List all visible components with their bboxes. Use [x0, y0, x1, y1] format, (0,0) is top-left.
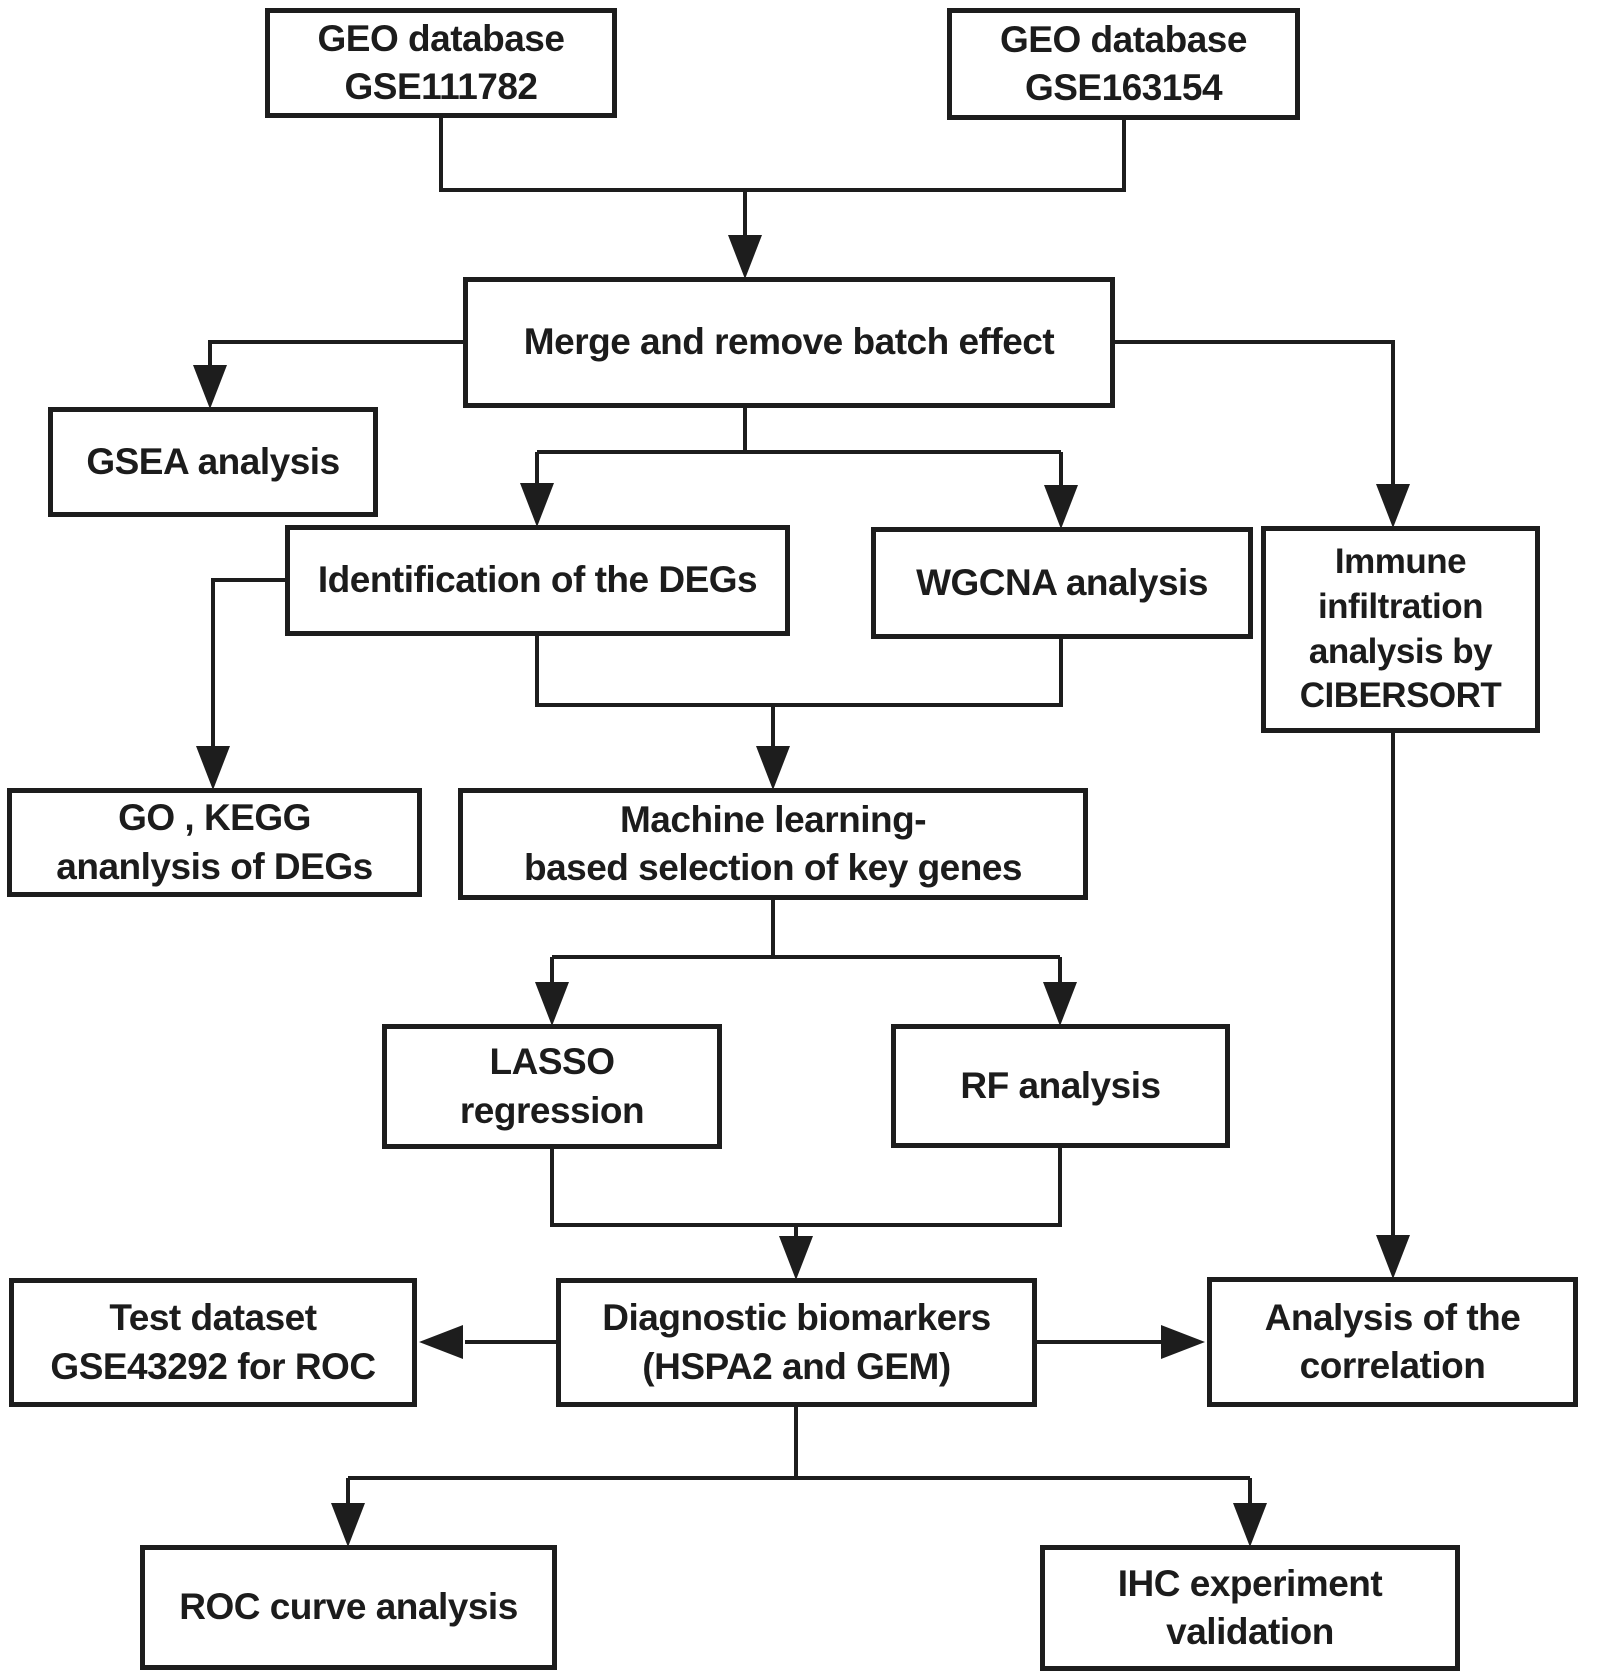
node-label-line: Merge and remove batch effect: [523, 321, 1055, 363]
arrowhead-into-lasso: [535, 982, 569, 1026]
node-test-dataset-gse43292: Test dataset GSE43292 for ROC: [9, 1278, 417, 1407]
node-label-line: GEO database: [1000, 18, 1247, 60]
node-lasso-regression: LASSO regression: [382, 1024, 722, 1149]
arrowhead-into-ihc: [1233, 1503, 1267, 1547]
node-immune-infiltration-cibersort: Immune infiltration analysis by CIBERSOR…: [1261, 526, 1540, 733]
node-label-line: Diagnostic biomarkers: [602, 1297, 991, 1339]
node-label-line: Identification of the DEGs: [317, 559, 758, 601]
arrowhead-into-degs: [520, 483, 554, 527]
node-go-kegg-analysis-of-degs: GO , KEGG ananlysis of DEGs: [7, 788, 422, 897]
node-merge-remove-batch-effect: Merge and remove batch effect: [463, 277, 1115, 408]
node-label-line: GO , KEGG: [118, 797, 311, 839]
arrowhead-into-gokegg: [196, 746, 230, 790]
arrowhead-into-correlation-top: [1376, 1235, 1410, 1279]
arrowhead-into-machine-learning: [756, 746, 790, 790]
edge-merge-to-immune: [1115, 340, 1410, 528]
node-ihc-experiment-validation: IHC experiment validation: [1040, 1545, 1460, 1671]
node-label-line: GSE163154: [1024, 67, 1223, 108]
edge-merge-to-degs-and-wgcna: [520, 408, 1078, 529]
arrowhead-into-diagnostic: [779, 1236, 813, 1280]
edge-machine-learning-to-lasso-and-rf: [535, 900, 1077, 1026]
node-label-line: ananlysis of DEGs: [56, 845, 373, 887]
edge-degs-to-gokegg: [196, 578, 285, 790]
node-label-line: ROC curve analysis: [179, 1586, 518, 1628]
node-label-line: Machine learning-: [619, 798, 927, 840]
node-gsea-analysis: GSEA analysis: [48, 407, 378, 517]
edge-degs-wgcna-to-machine-learning: [535, 636, 1063, 790]
node-label-line: correlation: [1299, 1345, 1486, 1386]
arrowhead-into-rf: [1043, 982, 1077, 1026]
node-label-line: GEO database: [317, 17, 565, 59]
node-label-line: GSE43292 for ROC: [50, 1345, 376, 1387]
node-label-line: infiltration: [1317, 586, 1484, 626]
edge-merge-to-gsea: [193, 340, 463, 409]
arrowhead-into-roc: [331, 1503, 365, 1547]
node-identification-of-degs: Identification of the DEGs: [285, 525, 790, 636]
arrowhead-into-immune: [1376, 484, 1410, 528]
node-analysis-of-correlation: Analysis of the correlation: [1207, 1277, 1578, 1407]
node-wgcna-analysis: WGCNA analysis: [871, 527, 1253, 639]
arrowhead-into-merge: [728, 235, 762, 279]
node-label-line: analysis by: [1308, 631, 1493, 671]
node-label-line: IHC experiment: [1117, 1562, 1383, 1604]
node-roc-curve-analysis: ROC curve analysis: [140, 1545, 557, 1670]
node-label-line: Test dataset: [109, 1297, 317, 1339]
node-label-line: Analysis of the: [1264, 1296, 1521, 1338]
edge-lasso-rf-to-diagnostic: [550, 1148, 1062, 1280]
arrowhead-into-correlation-left: [1161, 1325, 1205, 1359]
node-diagnostic-biomarkers: Diagnostic biomarkers (HSPA2 and GEM): [556, 1278, 1037, 1407]
edge-geo-databases-to-merge: [439, 118, 1126, 279]
node-label-line: Immune: [1334, 541, 1467, 581]
node-label-line: LASSO: [489, 1041, 615, 1083]
node-label-line: WGCNA analysis: [916, 561, 1208, 603]
node-label-line: based selection of key genes: [523, 847, 1023, 888]
edge-diagnostic-to-test-dataset: [419, 1325, 556, 1359]
edge-diagnostic-to-correlation: [1037, 1325, 1205, 1359]
arrowhead-into-gsea: [193, 365, 227, 409]
node-label-line: RF analysis: [960, 1064, 1161, 1106]
arrowhead-into-test-dataset: [419, 1325, 463, 1359]
node-label-line: CIBERSORT: [1299, 676, 1502, 716]
node-label-line: validation: [1166, 1611, 1334, 1652]
edge-diagnostic-to-roc-and-ihc: [331, 1407, 1267, 1547]
node-rf-analysis: RF analysis: [891, 1024, 1230, 1148]
node-geo-database-gse163154: GEO database GSE163154: [947, 8, 1300, 120]
node-label-line: regression: [459, 1089, 645, 1131]
arrowhead-into-wgcna: [1044, 485, 1078, 529]
node-geo-database-gse111782: GEO database GSE111782: [265, 8, 617, 118]
node-label-line: (HSPA2 and GEM): [642, 1345, 951, 1387]
node-label-line: GSEA analysis: [86, 440, 340, 482]
edge-immune-to-correlation: [1376, 733, 1410, 1279]
node-machine-learning-selection: Machine learning- based selection of key…: [458, 788, 1088, 900]
node-label-line: GSE111782: [344, 66, 538, 107]
